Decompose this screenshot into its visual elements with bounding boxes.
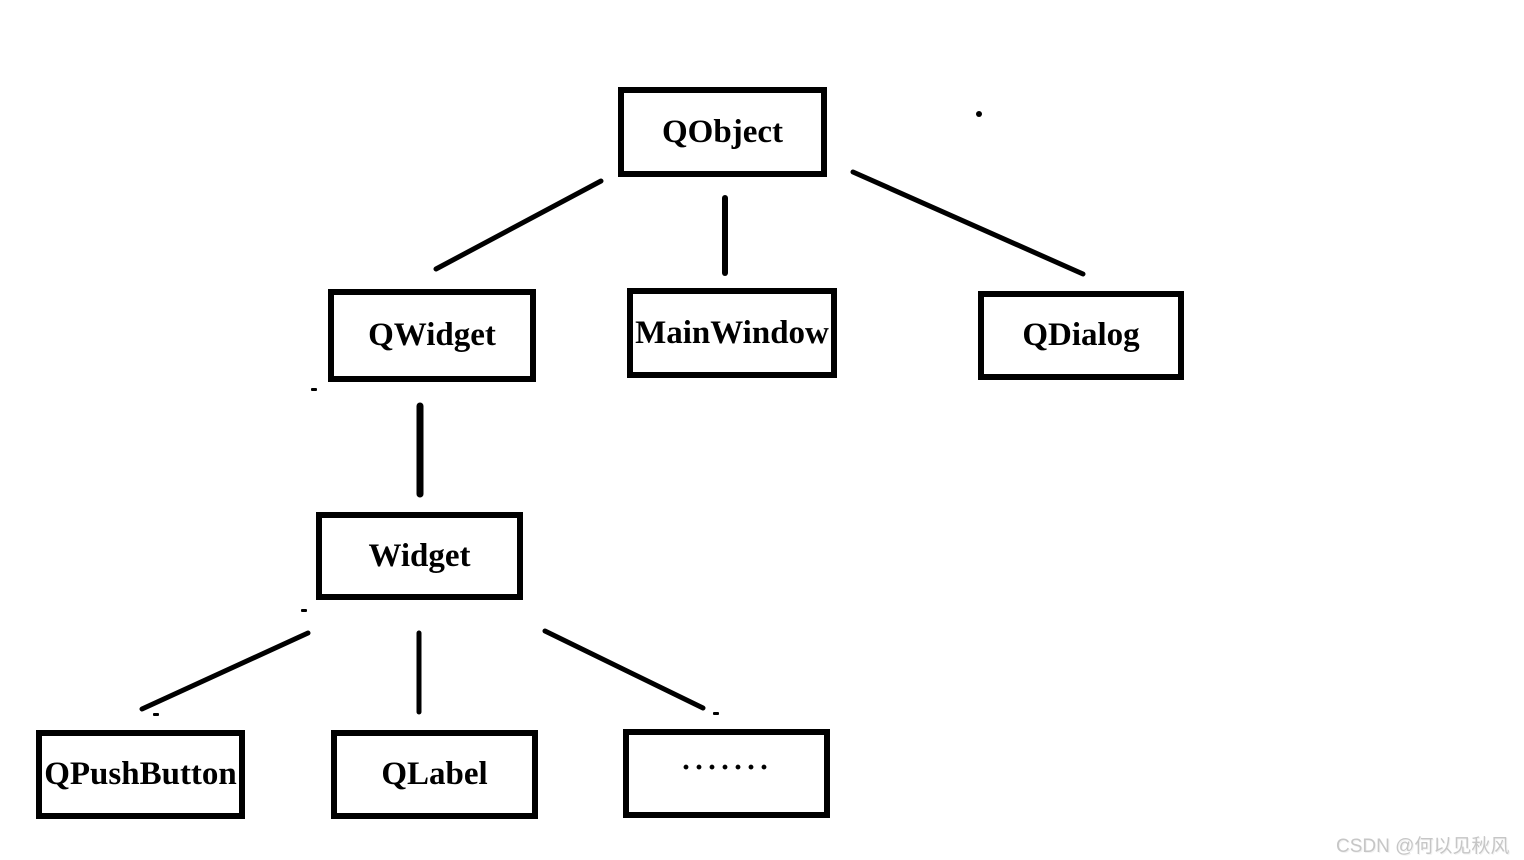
edge-widget-qpushbutton bbox=[139, 630, 311, 712]
node-ellipsis-label: ······· bbox=[680, 750, 773, 784]
stray-pen-dash bbox=[153, 713, 159, 716]
stray-pen-dot bbox=[976, 111, 982, 117]
node-qwidget: QWidget bbox=[328, 289, 536, 382]
stray-pen-dash bbox=[713, 712, 719, 715]
node-qwidget-label: QWidget bbox=[368, 317, 496, 353]
node-qdialog-label: QDialog bbox=[1022, 317, 1140, 353]
node-ellipsis: ······· bbox=[623, 729, 830, 818]
node-mainwindow: MainWindow bbox=[627, 288, 837, 378]
edge-qobject-qwidget bbox=[433, 178, 604, 272]
node-qpushbutton: QPushButton bbox=[36, 730, 245, 819]
node-qlabel: QLabel bbox=[331, 730, 538, 819]
node-qpushbutton-label: QPushButton bbox=[44, 756, 237, 792]
node-widget: Widget bbox=[316, 512, 523, 600]
stray-pen-dash bbox=[311, 388, 317, 391]
node-qobject: QObject bbox=[618, 87, 827, 177]
edge-widget-ellipsis bbox=[542, 628, 706, 711]
node-mainwindow-label: MainWindow bbox=[635, 314, 829, 351]
edge-qobject-qdialog bbox=[850, 169, 1086, 277]
node-qdialog: QDialog bbox=[978, 291, 1184, 380]
csdn-watermark: CSDN @何以见秋风 bbox=[1336, 836, 1510, 857]
node-qlabel-label: QLabel bbox=[381, 756, 488, 792]
stray-pen-dash bbox=[301, 609, 307, 612]
node-qobject-label: QObject bbox=[662, 113, 783, 150]
node-widget-label: Widget bbox=[368, 537, 471, 574]
